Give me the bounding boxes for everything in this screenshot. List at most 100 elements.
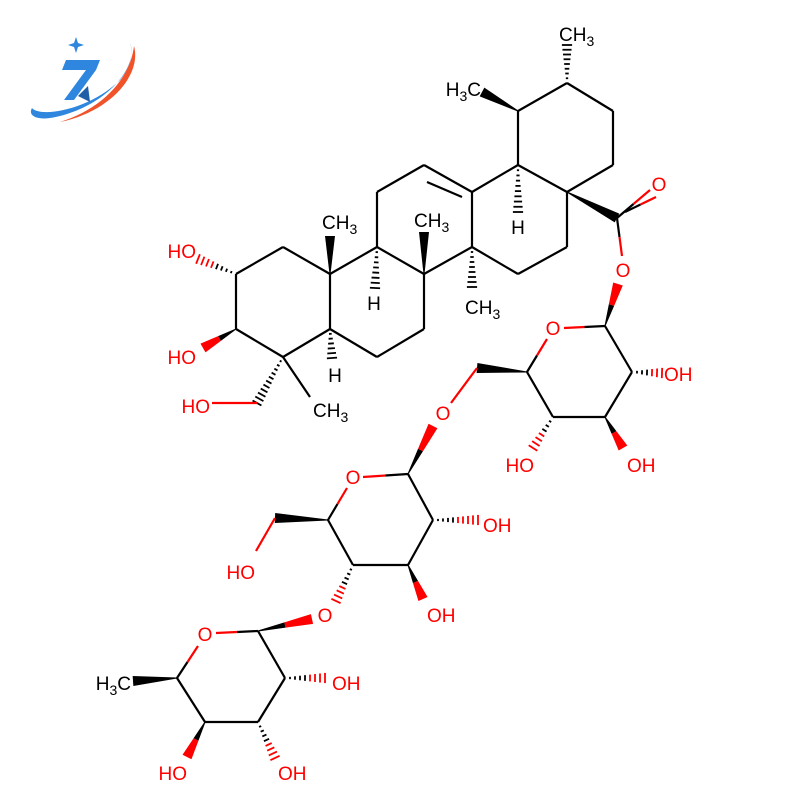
brand-logo (30, 37, 136, 122)
ring-oxygen-label: O (346, 468, 361, 489)
hydroxyl-label: HO (168, 242, 197, 263)
hashed-wedge-bond (210, 261, 215, 269)
bond-line (615, 217, 621, 238)
bond-line (407, 473, 434, 521)
hashed-wedge-bond (528, 444, 538, 452)
hashed-wedge-bond (270, 755, 280, 761)
solid-wedge-bond (412, 580, 428, 602)
bond-line (566, 82, 614, 112)
hydroxyl-label: HO (506, 456, 535, 477)
bond-line (624, 203, 641, 213)
bond-line (526, 354, 538, 373)
bond-line (517, 246, 568, 275)
methyl-label: CH3 (313, 401, 348, 425)
bonds-layer (132, 44, 664, 761)
solid-wedge-bond (566, 191, 620, 223)
bond-line (255, 517, 276, 552)
methyl-label: H3C (446, 80, 481, 104)
ester-oxygen-label: O (616, 261, 631, 282)
hashed-wedge-bond (349, 568, 353, 571)
bond-line (282, 246, 331, 275)
hashed-wedge-bond (268, 750, 278, 757)
bond-line (376, 164, 425, 193)
bond-line (517, 82, 568, 112)
hydroxyl-label: OH (483, 516, 512, 537)
bond-line (584, 324, 606, 329)
bond-line (376, 328, 425, 358)
bond-line (186, 645, 199, 663)
methyl-label: CH3 (465, 298, 500, 322)
logo-arrow-tip (78, 86, 90, 102)
methyl-label: CH3 (559, 25, 594, 49)
solid-wedge-bond (608, 282, 623, 306)
hashed-wedge-bond (341, 580, 348, 586)
hashed-wedge-bond (266, 746, 275, 752)
solid-wedge-bond (604, 304, 615, 327)
solid-wedge-bond (182, 738, 199, 760)
hashed-wedge-bond (338, 585, 346, 590)
solid-wedge-bond (476, 363, 528, 373)
hashed-wedge-bond (265, 379, 272, 385)
hashed-wedge-bond (271, 371, 276, 376)
glycosidic-oxygen-label: O (318, 606, 333, 627)
hashed-wedge-bond (279, 359, 282, 363)
bond-line (407, 519, 434, 566)
hashed-wedge-bond (254, 395, 264, 402)
logo-star (68, 37, 84, 53)
hashed-wedge-bond (344, 576, 350, 581)
hashed-wedge-bond (263, 737, 270, 743)
ring-oxygen-label: O (198, 625, 213, 646)
bond-line (604, 371, 633, 418)
hydrogen-label: H (328, 366, 342, 387)
hashed-wedge-bond (535, 436, 543, 442)
bond-line (329, 328, 378, 358)
ring-oxygen-label: O (546, 319, 561, 340)
hashed-wedge-bond (195, 253, 201, 265)
hydroxyl-label: HO (168, 348, 197, 369)
bond-line (282, 328, 331, 358)
bond-line (257, 630, 286, 679)
bond-line (517, 164, 568, 193)
bond-line (423, 246, 473, 275)
logo-seven-shape (62, 60, 100, 100)
solid-wedge-bond (274, 513, 329, 523)
bond-line (176, 677, 206, 723)
bond-line (235, 246, 284, 275)
bond-line (336, 487, 348, 505)
solid-wedge-bond (325, 236, 335, 274)
hashed-wedge-bond (545, 424, 550, 428)
bond-line (423, 164, 473, 193)
hashed-wedge-bond (336, 589, 345, 595)
hashed-wedge-bond (220, 265, 224, 271)
hashed-wedge-bond (258, 725, 262, 728)
solid-wedge-bond (419, 232, 429, 274)
bond-line (376, 246, 425, 275)
bond-line (327, 503, 339, 521)
methyl-label: CH3 (414, 211, 449, 235)
bond-line (362, 474, 386, 479)
bond-line (632, 189, 651, 205)
bond-line (618, 236, 624, 257)
carbonyl-oxygen-label: O (652, 175, 667, 196)
hashed-wedge-bond (261, 733, 267, 738)
bond-line (426, 180, 463, 199)
solid-wedge-bond (132, 676, 178, 686)
hydrogen-label: H (367, 294, 381, 315)
bond-line (235, 328, 284, 358)
hashed-wedge-bond (225, 268, 228, 273)
hashed-wedge-bond (260, 387, 268, 394)
hashed-wedge-bond (229, 270, 233, 274)
hydrogen-label: H (511, 218, 525, 239)
bond-line (385, 472, 409, 477)
solid-wedge-bond (200, 336, 221, 353)
hashed-wedge-bond (326, 356, 338, 360)
hydroxyl-label: OH (278, 764, 307, 785)
bond-line (329, 246, 378, 275)
hashed-wedge-bond (541, 428, 548, 433)
solid-wedge-bond (407, 564, 419, 584)
hashed-wedge-bond (538, 432, 545, 438)
bond-line (526, 371, 554, 418)
atom-labels: CH3 H3C O O H CH3 CH3 CH3 H H CH3 HO HO … (96, 25, 693, 785)
bond-line (257, 677, 286, 723)
hashed-wedge-bond (327, 351, 337, 355)
